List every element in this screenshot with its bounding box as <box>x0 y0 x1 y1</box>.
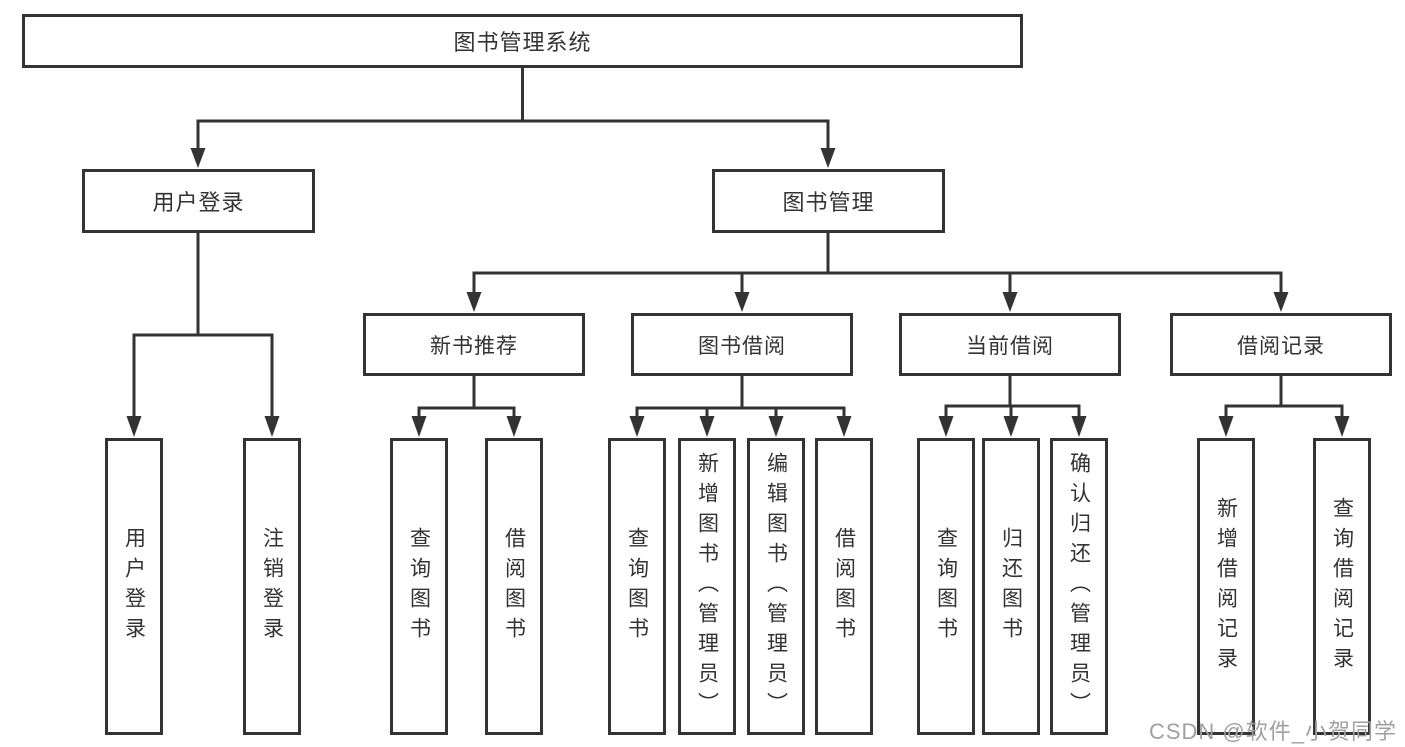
leaf-query-borrow-record: 查询借阅记录 <box>1313 438 1371 735</box>
leaf-query-books-borrow: 查询图书 <box>608 438 666 735</box>
csdn-watermark: CSDN @软件_小贺同学 <box>1148 719 1397 744</box>
leaf-add-book-admin: 新增图书（管理员） <box>678 438 736 735</box>
node-user-login: 用户登录 <box>82 169 315 233</box>
leaf-borrow-books-recommend: 借阅图书 <box>485 438 543 735</box>
leaf-add-borrow-record: 新增借阅记录 <box>1197 438 1255 735</box>
arrowheads <box>126 148 1350 437</box>
leaf-return-books: 归还图书 <box>982 438 1040 735</box>
leaf-user-login: 用户登录 <box>105 438 163 735</box>
leaf-logout: 注销登录 <box>243 438 301 735</box>
node-current-borrow: 当前借阅 <box>899 313 1121 376</box>
leaf-borrow-books: 借阅图书 <box>815 438 873 735</box>
node-book-borrow: 图书借阅 <box>631 313 853 376</box>
connector-strokes <box>132 68 1344 417</box>
leaf-query-books-recommend: 查询图书 <box>390 438 448 735</box>
leaf-query-books-current: 查询图书 <box>917 438 975 735</box>
node-book-management: 图书管理 <box>712 169 945 233</box>
node-new-book-recommend: 新书推荐 <box>363 313 585 376</box>
leaf-confirm-return-admin: 确认归还（管理员） <box>1050 438 1108 735</box>
node-borrow-records: 借阅记录 <box>1170 313 1392 376</box>
node-library-system: 图书管理系统 <box>22 14 1023 68</box>
leaf-edit-book-admin: 编辑图书（管理员） <box>747 438 805 735</box>
